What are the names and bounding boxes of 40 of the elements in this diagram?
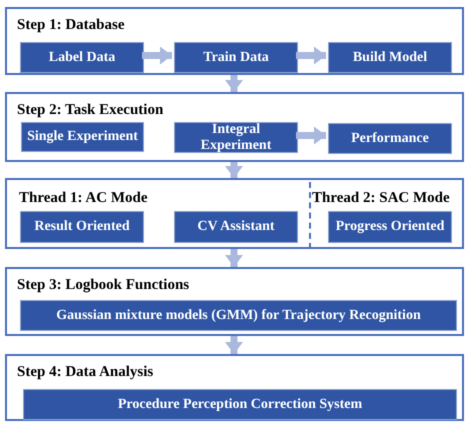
section-heading: Thread 1: AC Mode <box>19 189 148 207</box>
box-label: Build Model <box>352 50 428 66</box>
process-box <box>20 42 144 73</box>
block-arrow <box>225 162 243 178</box>
block-arrow <box>225 336 243 354</box>
box-label: Performance <box>351 130 429 146</box>
box-label: Gaussian mixture models (GMM) for Trajectory Recognition <box>56 308 421 324</box>
process-box <box>174 42 298 73</box>
box-label: CV Assistant <box>197 219 275 235</box>
process-box <box>174 122 298 153</box>
process-box <box>23 389 457 420</box>
box-label: Progress Oriented <box>336 219 444 235</box>
block-arrow <box>225 249 243 267</box>
box-label: Result Oriented <box>34 219 130 235</box>
step-panel <box>5 7 464 75</box>
section-heading: Step 2: Task Execution <box>17 101 164 119</box>
process-box <box>20 211 144 243</box>
process-box <box>174 211 298 243</box>
block-arrow <box>296 46 326 64</box>
step-panel <box>5 354 464 421</box>
process-box <box>20 300 457 331</box>
section-heading: Step 3: Logbook Functions <box>17 276 190 294</box>
process-box <box>328 123 452 154</box>
box-label: Procedure Perception Correction System <box>118 396 362 412</box>
box-label: Label Data <box>48 50 116 66</box>
step-panel <box>5 178 464 249</box>
step-panel <box>5 267 464 336</box>
step-panel <box>5 92 464 162</box>
section-heading: Step 4: Data Analysis <box>17 363 154 381</box>
box-label: Integral Experiment <box>200 122 272 154</box>
process-box <box>21 122 144 152</box>
box-label: Single Experiment <box>27 129 138 145</box>
section-heading: Thread 2: SAC Mode <box>312 189 450 207</box>
section-heading: Step 1: Database <box>17 16 124 34</box>
process-box <box>328 42 452 73</box>
box-label: Train Data <box>203 50 269 66</box>
block-arrow <box>142 46 172 64</box>
process-box <box>328 211 452 243</box>
block-arrow <box>296 126 326 144</box>
block-arrow <box>225 75 243 92</box>
